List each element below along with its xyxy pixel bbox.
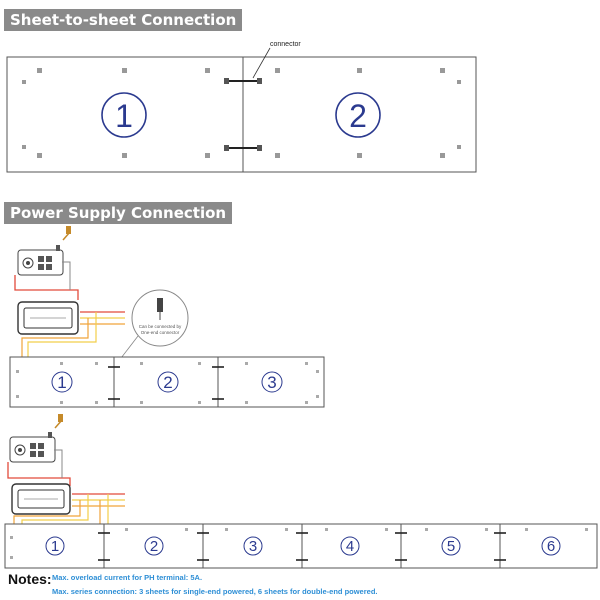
sheet-number-circle-1 <box>101 92 147 138</box>
row1-sheet-number-2: 2 <box>163 373 172 392</box>
row1-sheet-number-1: 1 <box>57 373 66 392</box>
note-line-2: Max. series connection: 3 sheets for sin… <box>52 587 378 596</box>
power-supply-unit-1 <box>17 301 79 335</box>
section-title-power-supply: Power Supply Connection <box>4 202 233 224</box>
sheet-number-circle-2 <box>335 92 381 138</box>
controller-unit-2 <box>9 432 56 463</box>
controller-unit-1 <box>17 245 64 276</box>
row2-sheet-number-2: 2 <box>150 538 158 555</box>
row1-sheet-number-3: 3 <box>267 373 276 392</box>
section-title-sheet-connection: Sheet-to-sheet Connection <box>4 9 243 31</box>
mounting-clips-row1 <box>22 68 461 158</box>
callout-text-2: One-end connector <box>141 330 180 335</box>
power-plug-icon <box>66 226 71 234</box>
row2-sheet-number-6: 6 <box>547 538 555 555</box>
row2-sheet-number-4: 4 <box>346 538 354 555</box>
row2-sheet-number-1: 1 <box>51 538 59 555</box>
connector-bottom <box>224 145 262 151</box>
sheet-row-2 <box>4 523 598 569</box>
power-supply-unit-2 <box>11 483 71 515</box>
sheet-panel-2 <box>242 56 477 173</box>
note-line-1: Max. overload current for PH terminal: 5… <box>52 573 203 582</box>
sheet-row-1 <box>9 356 325 408</box>
sheet-number-1: 1 <box>115 98 133 134</box>
callout-text-1: Can be connected by <box>139 324 182 329</box>
connector-label: connector <box>270 41 301 48</box>
power-plug-icon-2 <box>58 414 63 422</box>
sheet-number-2: 2 <box>349 98 367 134</box>
connector-top <box>224 78 262 84</box>
row2-sheet-number-5: 5 <box>447 538 455 555</box>
notes-label: Notes: <box>8 571 52 587</box>
connector-leader-line <box>252 47 271 79</box>
row2-sheet-number-3: 3 <box>249 538 257 555</box>
